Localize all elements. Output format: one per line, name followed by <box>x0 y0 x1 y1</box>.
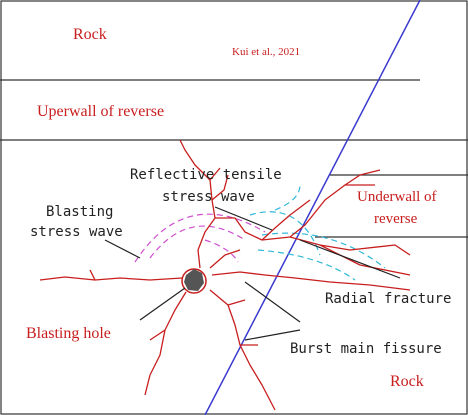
label-burst-main-fissure: Burst main fissure <box>290 341 442 357</box>
reflective-tensile-stress-wave <box>249 184 386 281</box>
leader-blasting-stress <box>104 239 141 259</box>
label-blasting-hole: Blasting hole <box>26 325 111 342</box>
blasting-stress-wave <box>134 213 266 263</box>
label-upperwall: Uperwall of reverse <box>37 103 164 120</box>
blasting-hole-core <box>184 269 204 291</box>
label-radial-fracture: Radial fracture <box>325 291 451 307</box>
label-reflective-line2: stress wave <box>162 189 255 205</box>
fracture-network <box>39 139 411 411</box>
label-reflective-line1: Reflective tensile <box>130 167 282 183</box>
label-rock-bottom: Rock <box>390 373 424 390</box>
leader-lines <box>104 206 401 341</box>
leader-blasting-hole <box>139 287 186 321</box>
label-rock-top: Rock <box>73 26 107 43</box>
label-underwall-line1: Underwall of <box>357 189 437 205</box>
label-blasting-stress-line1: Blasting <box>46 204 113 220</box>
label-citation: Kui et al., 2021 <box>232 46 300 58</box>
leader-main-fissure-1 <box>244 281 301 323</box>
label-blasting-stress-line2: stress wave <box>30 224 123 240</box>
leader-reflective <box>214 206 273 231</box>
leader-radial-fracture <box>299 239 401 279</box>
leader-main-fissure-2 <box>244 329 301 341</box>
label-underwall-line2: reverse <box>374 211 418 227</box>
